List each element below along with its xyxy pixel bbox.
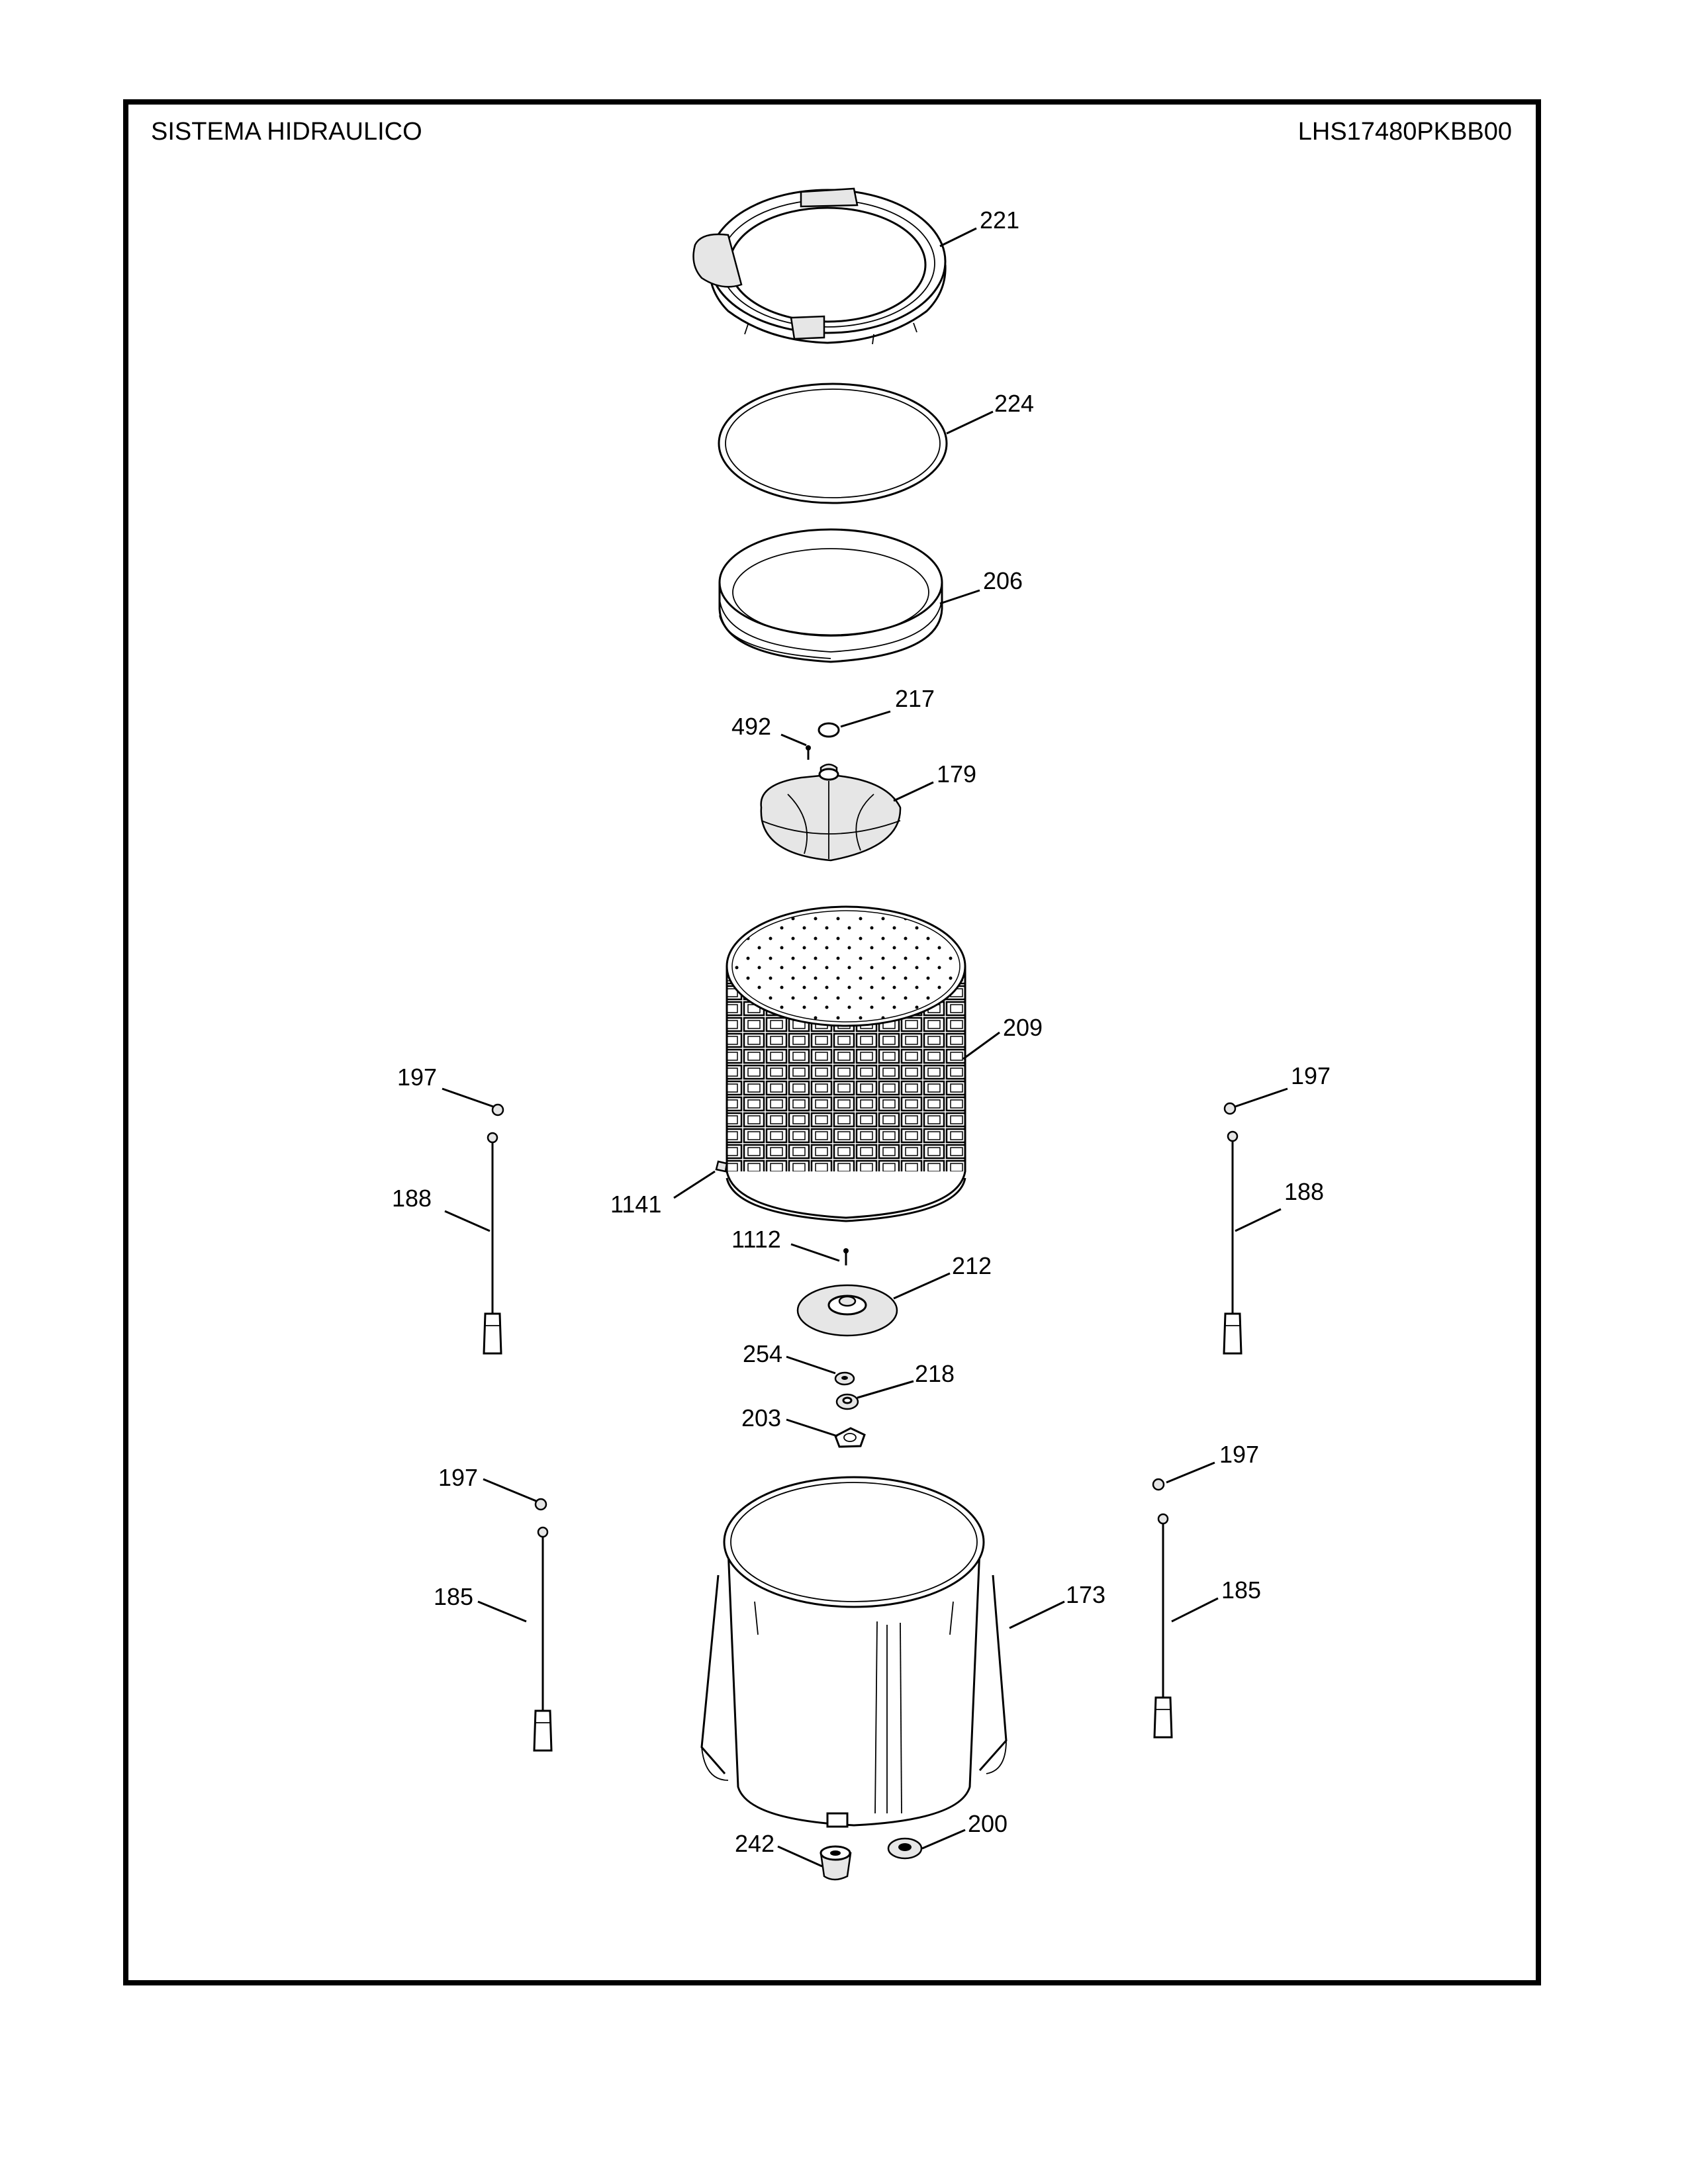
callout-218: 218 (915, 1360, 955, 1387)
callout-254: 254 (743, 1340, 782, 1367)
callout-209: 209 (1003, 1014, 1043, 1041)
diagram-frame (123, 99, 1541, 1985)
callout-185-right: 185 (1221, 1576, 1261, 1604)
part-185-rod-right (1152, 1478, 1173, 1739)
callout-197-upper-right: 197 (1291, 1062, 1331, 1089)
part-173-outer-tub (700, 1476, 1008, 1828)
part-203-washer (834, 1427, 866, 1448)
callout-197-upper-left: 197 (397, 1064, 437, 1091)
part-188-rod-left (483, 1103, 504, 1355)
part-221-tub-cover (692, 187, 947, 345)
part-206-balance-ring (718, 528, 943, 663)
part-1112-screw (843, 1248, 849, 1265)
callout-203: 203 (741, 1404, 781, 1432)
model-number: LHS17480PKBB00 (1297, 118, 1512, 146)
callout-217: 217 (895, 685, 935, 712)
callout-185-left: 185 (434, 1583, 473, 1610)
callout-1141: 1141 (610, 1191, 661, 1218)
part-1141-screw (715, 1160, 728, 1173)
part-200-bearing (887, 1837, 923, 1860)
callout-188-right: 188 (1284, 1178, 1324, 1205)
callout-492: 492 (731, 713, 771, 740)
callout-221: 221 (980, 206, 1019, 234)
part-179-pulsator (760, 763, 902, 862)
callout-173: 173 (1066, 1581, 1105, 1608)
callout-212: 212 (952, 1252, 992, 1279)
callout-242: 242 (735, 1830, 774, 1857)
part-492-screw (806, 745, 811, 760)
part-218-seal (835, 1393, 859, 1410)
callout-200: 200 (968, 1810, 1008, 1837)
part-212-flange (796, 1284, 898, 1337)
diagram-title: SISTEMA HIDRAULICO (151, 118, 422, 146)
callout-206: 206 (983, 567, 1023, 594)
callout-197-lower-right: 197 (1219, 1441, 1259, 1468)
part-242-drain-cap (820, 1845, 852, 1881)
leader-lines (442, 227, 1288, 1868)
part-217-cap (818, 722, 840, 738)
part-209-wash-basket (726, 905, 966, 1222)
callout-179: 179 (937, 760, 976, 788)
part-224-gasket (718, 383, 948, 504)
part-254-nut (834, 1371, 855, 1386)
callout-188-left: 188 (392, 1185, 432, 1212)
callout-224: 224 (994, 390, 1034, 417)
callout-197-lower-left: 197 (438, 1464, 478, 1491)
part-185-rod-left (533, 1498, 553, 1752)
part-188-rod-right (1223, 1102, 1243, 1355)
callout-1112: 1112 (731, 1226, 781, 1253)
